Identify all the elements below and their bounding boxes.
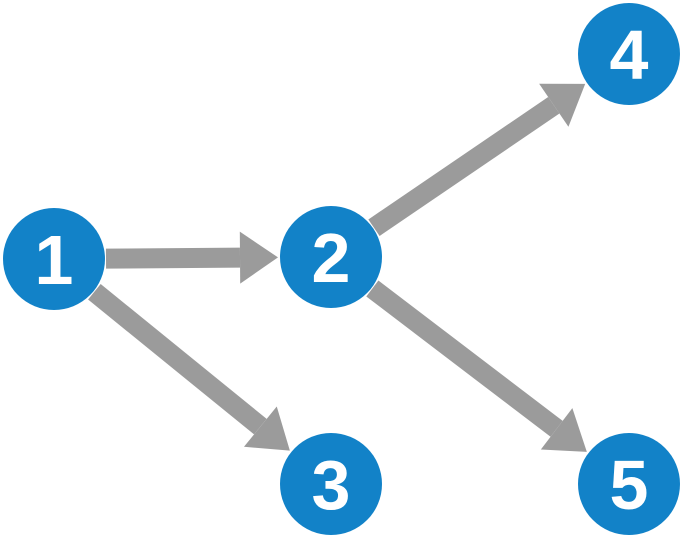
graph-node-1: 1 <box>3 208 105 310</box>
graph-node-3: 3 <box>280 433 382 535</box>
edge-1-2 <box>105 231 279 284</box>
edge-shaft <box>368 96 560 236</box>
edge-shaft <box>105 247 241 269</box>
node-label: 1 <box>35 221 74 299</box>
edge-1-3 <box>88 284 290 451</box>
node-label: 4 <box>610 16 649 94</box>
node-label: 5 <box>610 446 649 524</box>
node-circle <box>578 433 680 535</box>
node-circle <box>3 208 105 310</box>
graph-node-5: 5 <box>578 433 680 535</box>
graph-node-4: 4 <box>578 3 680 105</box>
node-label: 3 <box>312 446 351 524</box>
graph-node-2: 2 <box>280 206 382 308</box>
arrowhead-icon <box>239 231 279 284</box>
edge-2-5 <box>366 280 587 452</box>
arrowhead-icon <box>540 408 587 452</box>
node-circle <box>280 206 382 308</box>
node-label: 2 <box>312 219 351 297</box>
arrowhead-icon <box>243 406 290 451</box>
edge-shaft <box>366 280 563 437</box>
node-circle <box>578 3 680 105</box>
edge-shaft <box>88 284 267 435</box>
edge-2-4 <box>368 83 586 236</box>
arrowhead-icon <box>539 83 586 127</box>
edge-layer <box>88 83 587 452</box>
node-layer: 1 2 3 4 5 <box>3 3 680 535</box>
node-circle <box>280 433 382 535</box>
